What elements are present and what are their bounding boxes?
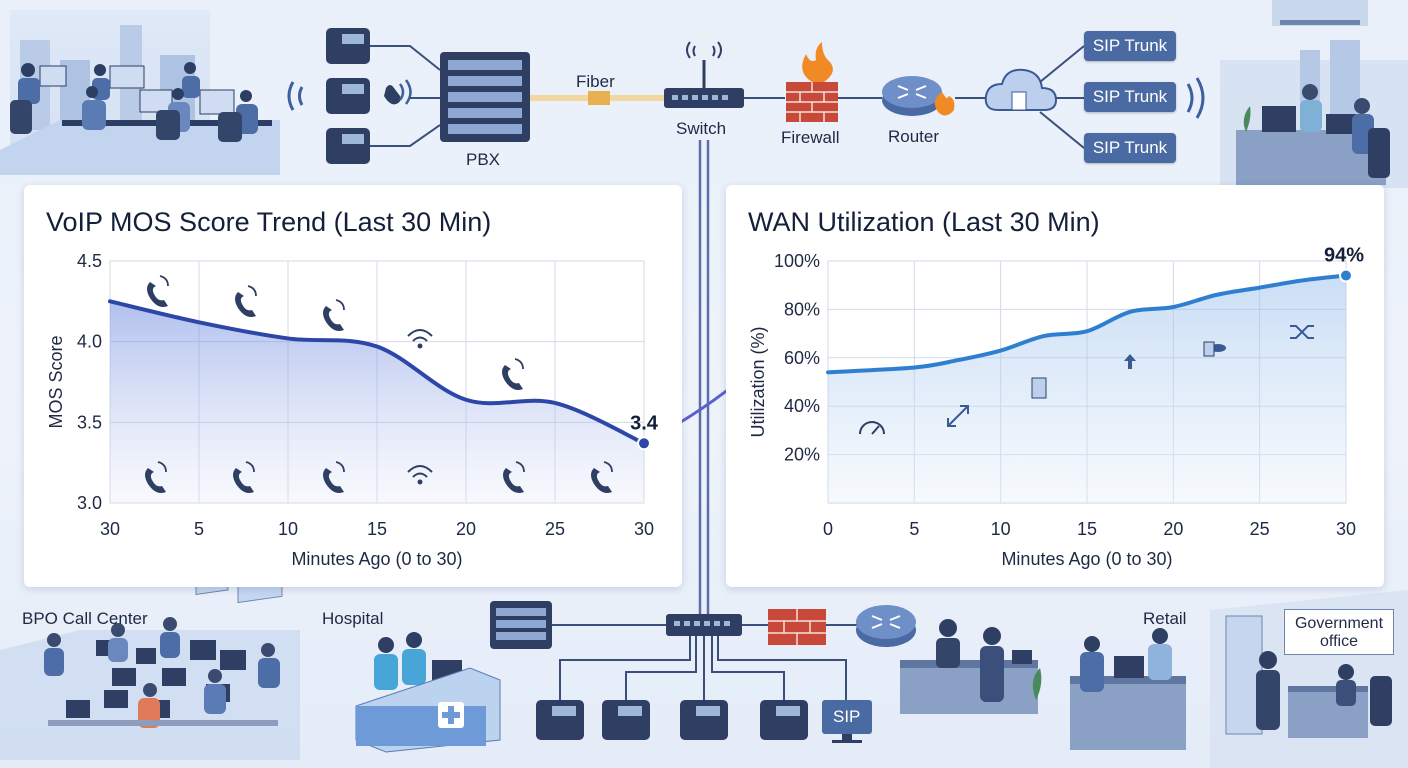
cloud-icon — [984, 68, 1058, 111]
router-label: Router — [888, 127, 940, 146]
retail-scene — [1070, 628, 1186, 750]
firewall-label: Firewall — [781, 128, 840, 147]
trunk-links — [1039, 45, 1085, 149]
firewall-icon — [786, 42, 838, 122]
mos-chart-card: VoIP MOS Score Trend (Last 30 Min) — [24, 185, 682, 587]
hospital-scene — [355, 632, 501, 753]
sip-trunk-button-3[interactable]: SIP Trunk — [1084, 133, 1176, 163]
site-label-government: Government office — [1284, 609, 1394, 655]
reception-scene — [900, 619, 1042, 714]
wan-chart-title: WAN Utilization (Last 30 Min) — [748, 207, 1100, 237]
mos-chart-title: VoIP MOS Score Trend (Last 30 Min) — [46, 207, 492, 237]
fiber-link — [530, 91, 665, 105]
site-label-hospital: Hospital — [322, 609, 384, 628]
government-line-2: office — [1320, 633, 1358, 650]
router-icon — [882, 76, 955, 116]
switch-icon — [664, 41, 744, 108]
office-scene-bpo — [0, 563, 300, 760]
bottom-network — [490, 601, 916, 743]
government-line-1: Government — [1294, 615, 1384, 632]
bottom-sip-label: SIP — [833, 707, 861, 726]
site-label-bpo: BPO Call Center — [22, 609, 148, 628]
sip-trunk-button-1[interactable]: SIP Trunk — [1084, 31, 1176, 61]
sip-trunk-button-2[interactable]: SIP Trunk — [1084, 82, 1176, 112]
fiber-label: Fiber — [576, 72, 615, 91]
switch-label: Switch — [676, 119, 727, 138]
office-scene-top-left — [0, 10, 280, 175]
desk-phones-top — [287, 28, 412, 164]
pbx-label: PBX — [466, 150, 501, 169]
office-scene-top-right — [1220, 0, 1408, 188]
backbone-links — [698, 140, 710, 615]
wan-chart-card: WAN Utilization (Last 30 Min) — [726, 185, 1384, 587]
phone-links — [370, 45, 441, 147]
pbx-server-icon — [440, 52, 530, 142]
site-label-retail: Retail — [1143, 609, 1187, 628]
